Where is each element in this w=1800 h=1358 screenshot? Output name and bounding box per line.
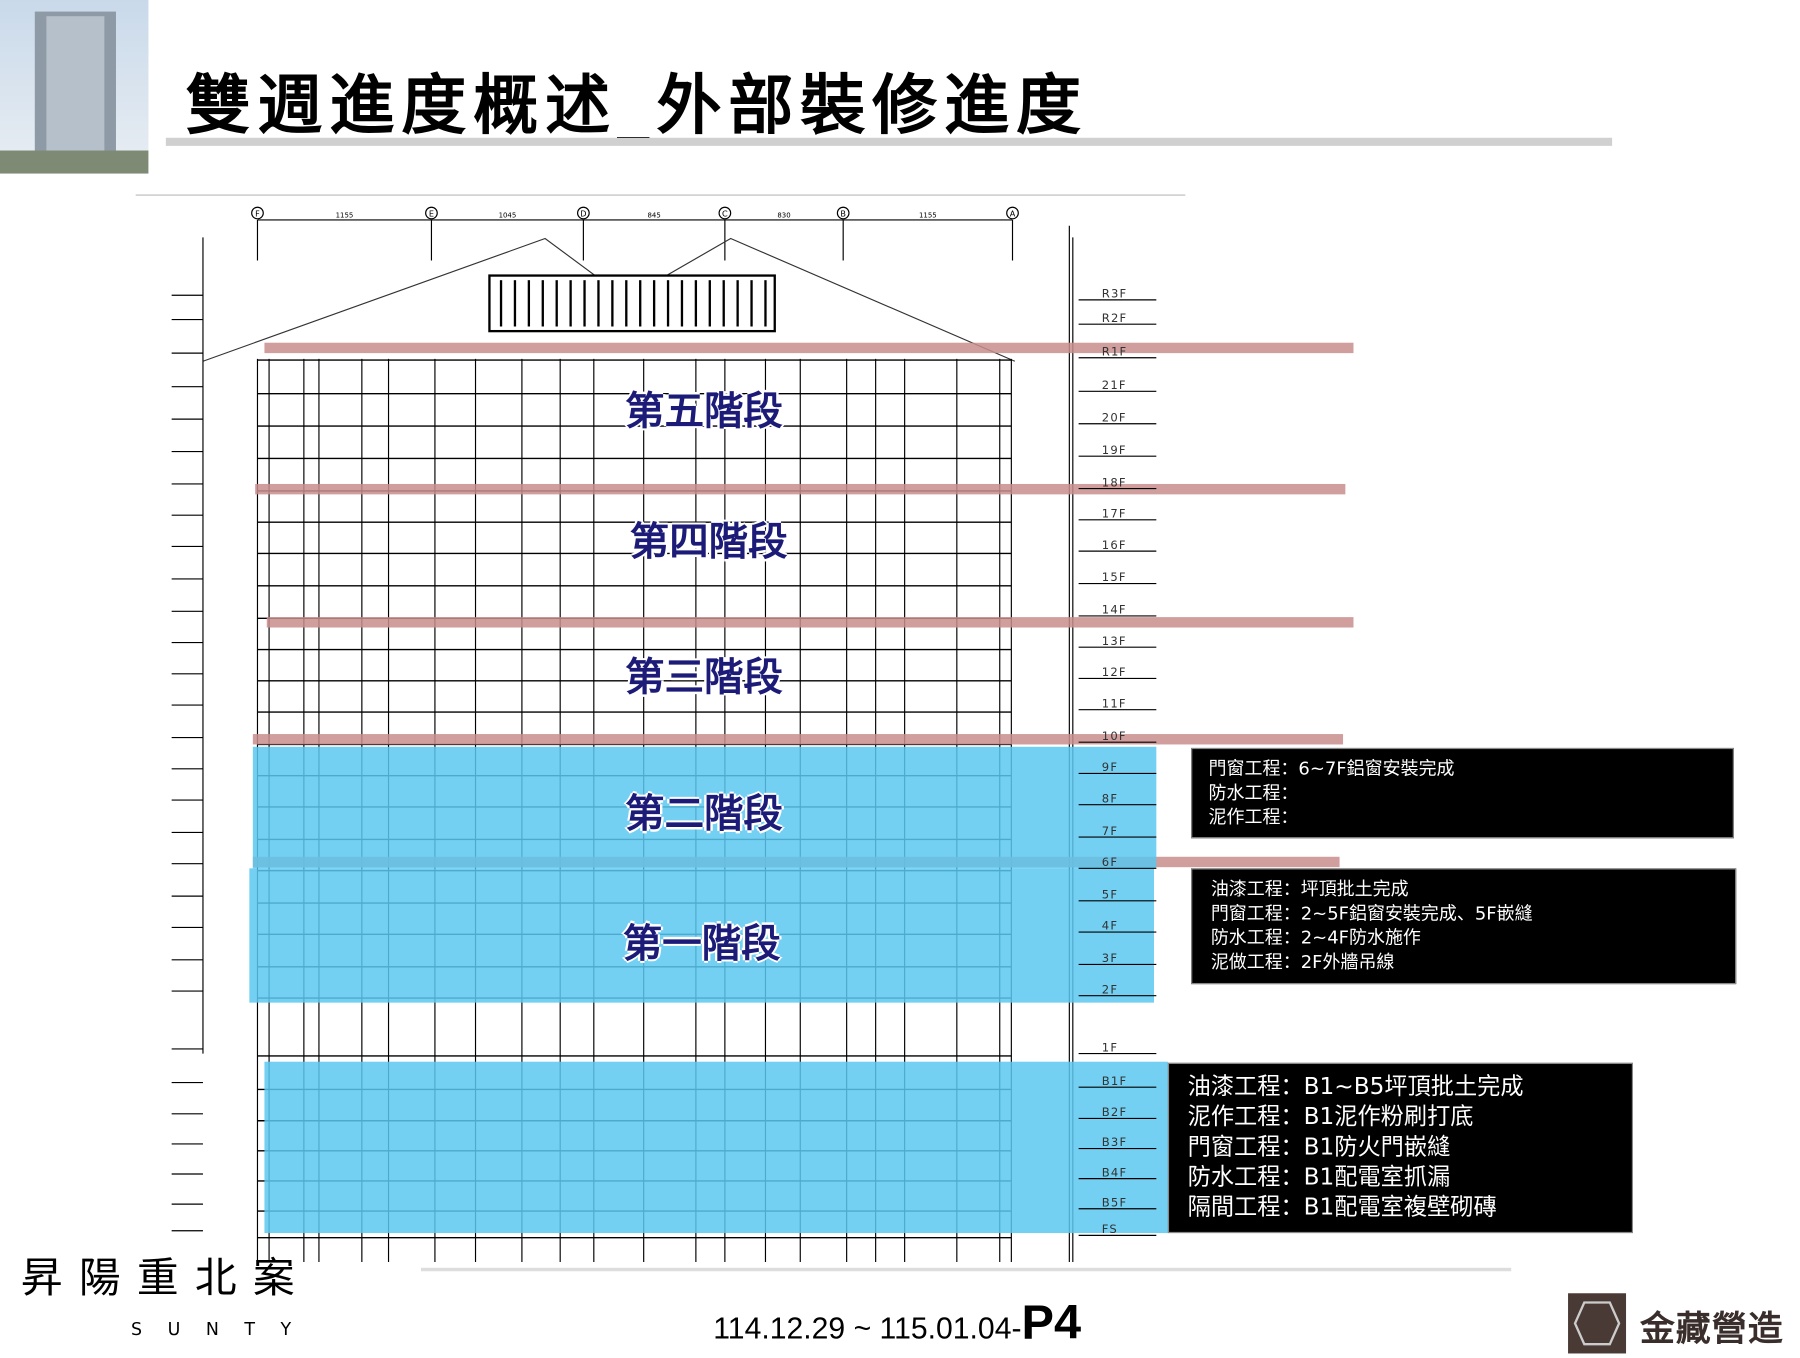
floor-label: 13F [1102, 634, 1127, 648]
title-underline [165, 137, 1613, 146]
date-range: 114.12.29 ~ 115.01.04- [713, 1310, 1022, 1346]
info-line: 防水工程：B1配電室抓漏 [1187, 1162, 1451, 1191]
stage-2-progress-area [252, 746, 1157, 869]
divider [135, 194, 1186, 196]
grid-dimension-label: 830 [777, 212, 790, 220]
stage-divider-band [252, 734, 1344, 745]
page-number: P4 [1021, 1294, 1082, 1349]
stage-5-label: 第五階段 [625, 388, 783, 435]
info-line: 泥作工程：B1泥作粉刷打底 [1187, 1102, 1474, 1131]
floor-label: 14F [1102, 603, 1127, 617]
grid-axis-label: E [429, 209, 434, 219]
floor-label: 20F [1102, 410, 1127, 424]
page-title: 雙週進度概述_外部裝修進度 [185, 68, 1088, 144]
grid-axis-label: D [580, 209, 586, 219]
grid-axis-bubble [836, 206, 850, 220]
info-line: 防水工程：2~4F防水施作 [1210, 927, 1421, 949]
floor-label: R1F [1102, 344, 1128, 358]
grid-axis-label: A [1010, 209, 1016, 219]
floor-label: 12F [1102, 665, 1127, 679]
basement-progress-area [264, 1061, 1168, 1234]
info-line: 門窗工程：2~5F鋁窗安裝完成、5F嵌縫 [1210, 903, 1533, 924]
grid-dimension-label: 845 [647, 212, 660, 220]
floor-label: 17F [1102, 507, 1127, 521]
floor-label: 4F [1102, 919, 1118, 933]
info-line: 隔間工程：B1配電室複壁砌磚 [1187, 1192, 1497, 1221]
info-line: 油漆工程：坪頂批土完成 [1210, 878, 1409, 900]
project-logo-cn: 昇陽重北案 [20, 1255, 311, 1303]
roof-structure [488, 274, 776, 333]
stage-2-label: 第二階段 [625, 791, 783, 838]
floor-label: 5F [1102, 887, 1118, 901]
grid-axis-label: B [840, 209, 846, 219]
stage-4-label: 第四階段 [629, 519, 788, 566]
floor-label: B2F [1102, 1105, 1127, 1119]
building-thumbnail-image [0, 11, 149, 174]
building-thumbnail [0, 0, 149, 174]
grid-dimension-label: 1155 [919, 212, 937, 220]
info-line: 門窗工程：6~7F鋁窗安裝完成 [1208, 758, 1455, 780]
floor-label: 9F [1102, 760, 1118, 774]
stage-1-info-box: 油漆工程：坪頂批土完成 門窗工程：2~5F鋁窗安裝完成、5F嵌縫 防水工程：2~… [1191, 868, 1737, 985]
stage-divider-band [266, 617, 1354, 628]
grid-dimension-label: 1045 [499, 212, 517, 220]
stage-1-label: 第一階段 [622, 921, 781, 968]
basement-info-box: 油漆工程：B1~B5坪頂批土完成 泥作工程：B1泥作粉刷打底 門窗工程：B1防火… [1167, 1062, 1633, 1234]
stage-divider-band [264, 342, 1354, 354]
floor-label: 11F [1102, 696, 1127, 710]
floor-label: R2F [1102, 311, 1128, 325]
floor-label: B4F [1102, 1165, 1127, 1179]
grid-axis-bubble [1006, 206, 1019, 220]
floor-label: FS [1102, 1222, 1118, 1236]
info-line: 泥作工程： [1208, 806, 1299, 828]
floor-label: R3F [1102, 287, 1128, 301]
info-line: 泥做工程：2F外牆吊線 [1210, 951, 1395, 973]
floor-label: 2F [1102, 982, 1118, 996]
info-line: 門窗工程：B1防火門嵌縫 [1187, 1132, 1451, 1161]
floor-label: 1F [1102, 1040, 1118, 1054]
floor-label: 10F [1102, 729, 1127, 743]
floor-label: 6F [1102, 855, 1118, 869]
floor-label: 7F [1102, 824, 1118, 838]
project-logo: 昇陽重北案 SUNTY [21, 1245, 311, 1349]
grid-axis-bubble [577, 206, 590, 220]
floor-label: B5F [1102, 1195, 1127, 1209]
floor-label: 15F [1102, 570, 1127, 584]
divider [421, 1267, 1512, 1272]
grid-axis-label: C [722, 209, 728, 219]
grid-axis-label: F [255, 209, 260, 219]
footer-date: 114.12.29 ~ 115.01.04-P4 [713, 1294, 1081, 1350]
floor-label: 8F [1102, 791, 1118, 805]
floor-label: B1F [1102, 1074, 1127, 1088]
grid-dimension-label: 1155 [336, 212, 354, 220]
hexagon-logo-icon [1568, 1293, 1627, 1354]
company-name: 金藏營造 [1639, 1309, 1784, 1350]
project-logo-en: SUNTY [131, 1318, 317, 1340]
stage-1-progress-area [249, 868, 1155, 1003]
floor-label: B3F [1102, 1135, 1127, 1149]
grid-axis-bubble [251, 206, 264, 220]
floor-label: 16F [1102, 538, 1127, 552]
company-logo: 金藏營造 [1568, 1293, 1800, 1354]
floor-label: 19F [1102, 443, 1127, 457]
stage-3-label: 第三階段 [625, 654, 783, 702]
floor-label: 21F [1102, 378, 1127, 392]
stage-divider-band [255, 483, 1346, 495]
floor-label: 3F [1102, 951, 1118, 965]
grid-axis-bubble [425, 206, 438, 220]
stage-2-info-box: 門窗工程：6~7F鋁窗安裝完成 防水工程： 泥作工程： [1191, 747, 1734, 839]
info-line: 防水工程： [1208, 782, 1299, 804]
grid-axis-bubble [718, 206, 732, 220]
info-line: 油漆工程：B1~B5坪頂批土完成 [1187, 1072, 1524, 1100]
floor-label: 18F [1102, 475, 1127, 489]
